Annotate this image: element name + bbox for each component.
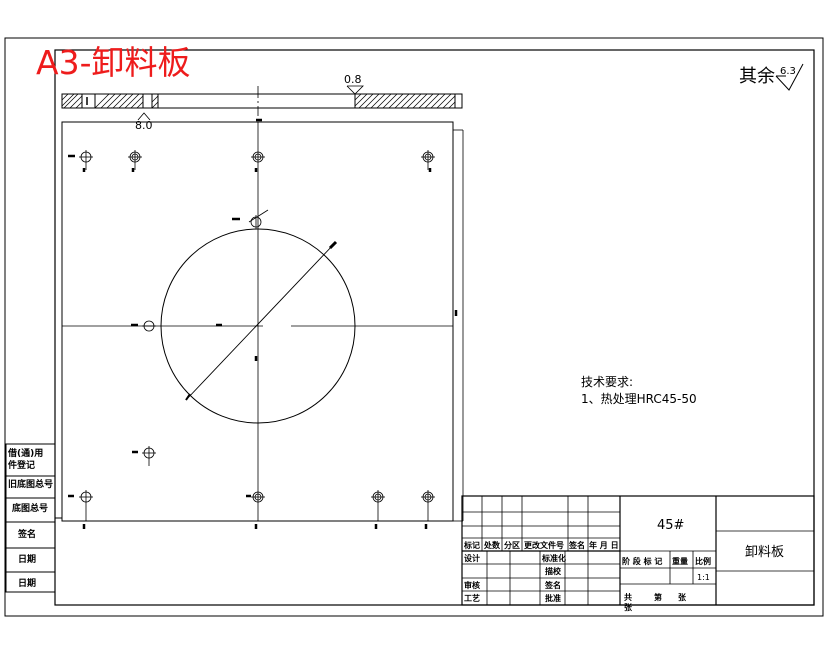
central-bore xyxy=(160,228,356,424)
scale-text: 1:1 xyxy=(697,573,710,582)
inner-border xyxy=(54,49,815,606)
sign-label-0: 设计 xyxy=(464,553,480,563)
sign-label-1: 标准化 xyxy=(541,553,566,563)
stamp-label-2: 旧底图总号 xyxy=(8,478,53,490)
tech-requirements-item1: 1、热处理HRC45-50 xyxy=(581,392,697,406)
stamp-label-3: 底图总号 xyxy=(12,502,48,514)
extra-label-0: 描校 xyxy=(545,566,562,576)
sheet-info-2: 第 xyxy=(654,592,662,602)
rev-header-1: 处数 xyxy=(483,540,501,550)
tech-requirements-heading: 技术要求: xyxy=(581,375,633,389)
rev-header-2: 分区 xyxy=(504,540,520,550)
stage-header-0: 阶 段 标 记 xyxy=(622,556,662,566)
roughness-value: 6.3 xyxy=(780,66,796,77)
rev-header-3: 更改文件号 xyxy=(524,540,564,550)
bolt-holes xyxy=(79,150,435,521)
section-left-dim: 8.0 xyxy=(135,119,153,132)
part-name-text: 卸料板 xyxy=(745,544,784,560)
sheet-title: A3-卸料板 xyxy=(36,43,190,82)
stamp-label-5: 日期 xyxy=(18,553,36,565)
sign-label-4: 批准 xyxy=(545,593,561,603)
section-view: 0.8 8.0 xyxy=(61,73,463,132)
sheet-info-3: 张 xyxy=(678,593,687,602)
sheet-info-0: 共 xyxy=(624,592,632,602)
plate-plan-view xyxy=(61,118,464,529)
title-block: 45# 卸料板 标记 处数 分区 更改文件号 签名 年 月 日 设计 标准化 描… xyxy=(461,495,815,612)
side-stamp-block: 借(通)用 件登记 旧底图总号 底图总号 签名 日期 日期 xyxy=(5,443,62,593)
section-roughness-value: 0.8 xyxy=(344,73,362,86)
stamp-label-6: 日期 xyxy=(18,577,36,589)
rev-header-5: 年 月 日 xyxy=(589,540,619,550)
rev-header-4: 签名 xyxy=(568,540,585,550)
stamp-label-4: 签名 xyxy=(17,528,36,540)
sheet-info-1: 张 xyxy=(624,603,633,612)
outer-border xyxy=(4,37,824,617)
rev-header-0: 标记 xyxy=(463,540,480,550)
stage-header-1: 重量 xyxy=(672,556,688,566)
roughness-label: 其余 xyxy=(739,66,775,87)
stamp-label-1: 件登记 xyxy=(8,459,35,471)
sign-sign-0: 签名 xyxy=(544,580,561,590)
stage-header-2: 比例 xyxy=(695,556,711,566)
general-roughness-symbol: 其余 6.3 xyxy=(739,63,804,91)
material-text: 45# xyxy=(657,518,684,533)
stamp-label-0: 借(通)用 xyxy=(7,447,43,459)
sign-label-3: 工艺 xyxy=(464,593,480,603)
sign-label-2: 审核 xyxy=(464,580,480,590)
